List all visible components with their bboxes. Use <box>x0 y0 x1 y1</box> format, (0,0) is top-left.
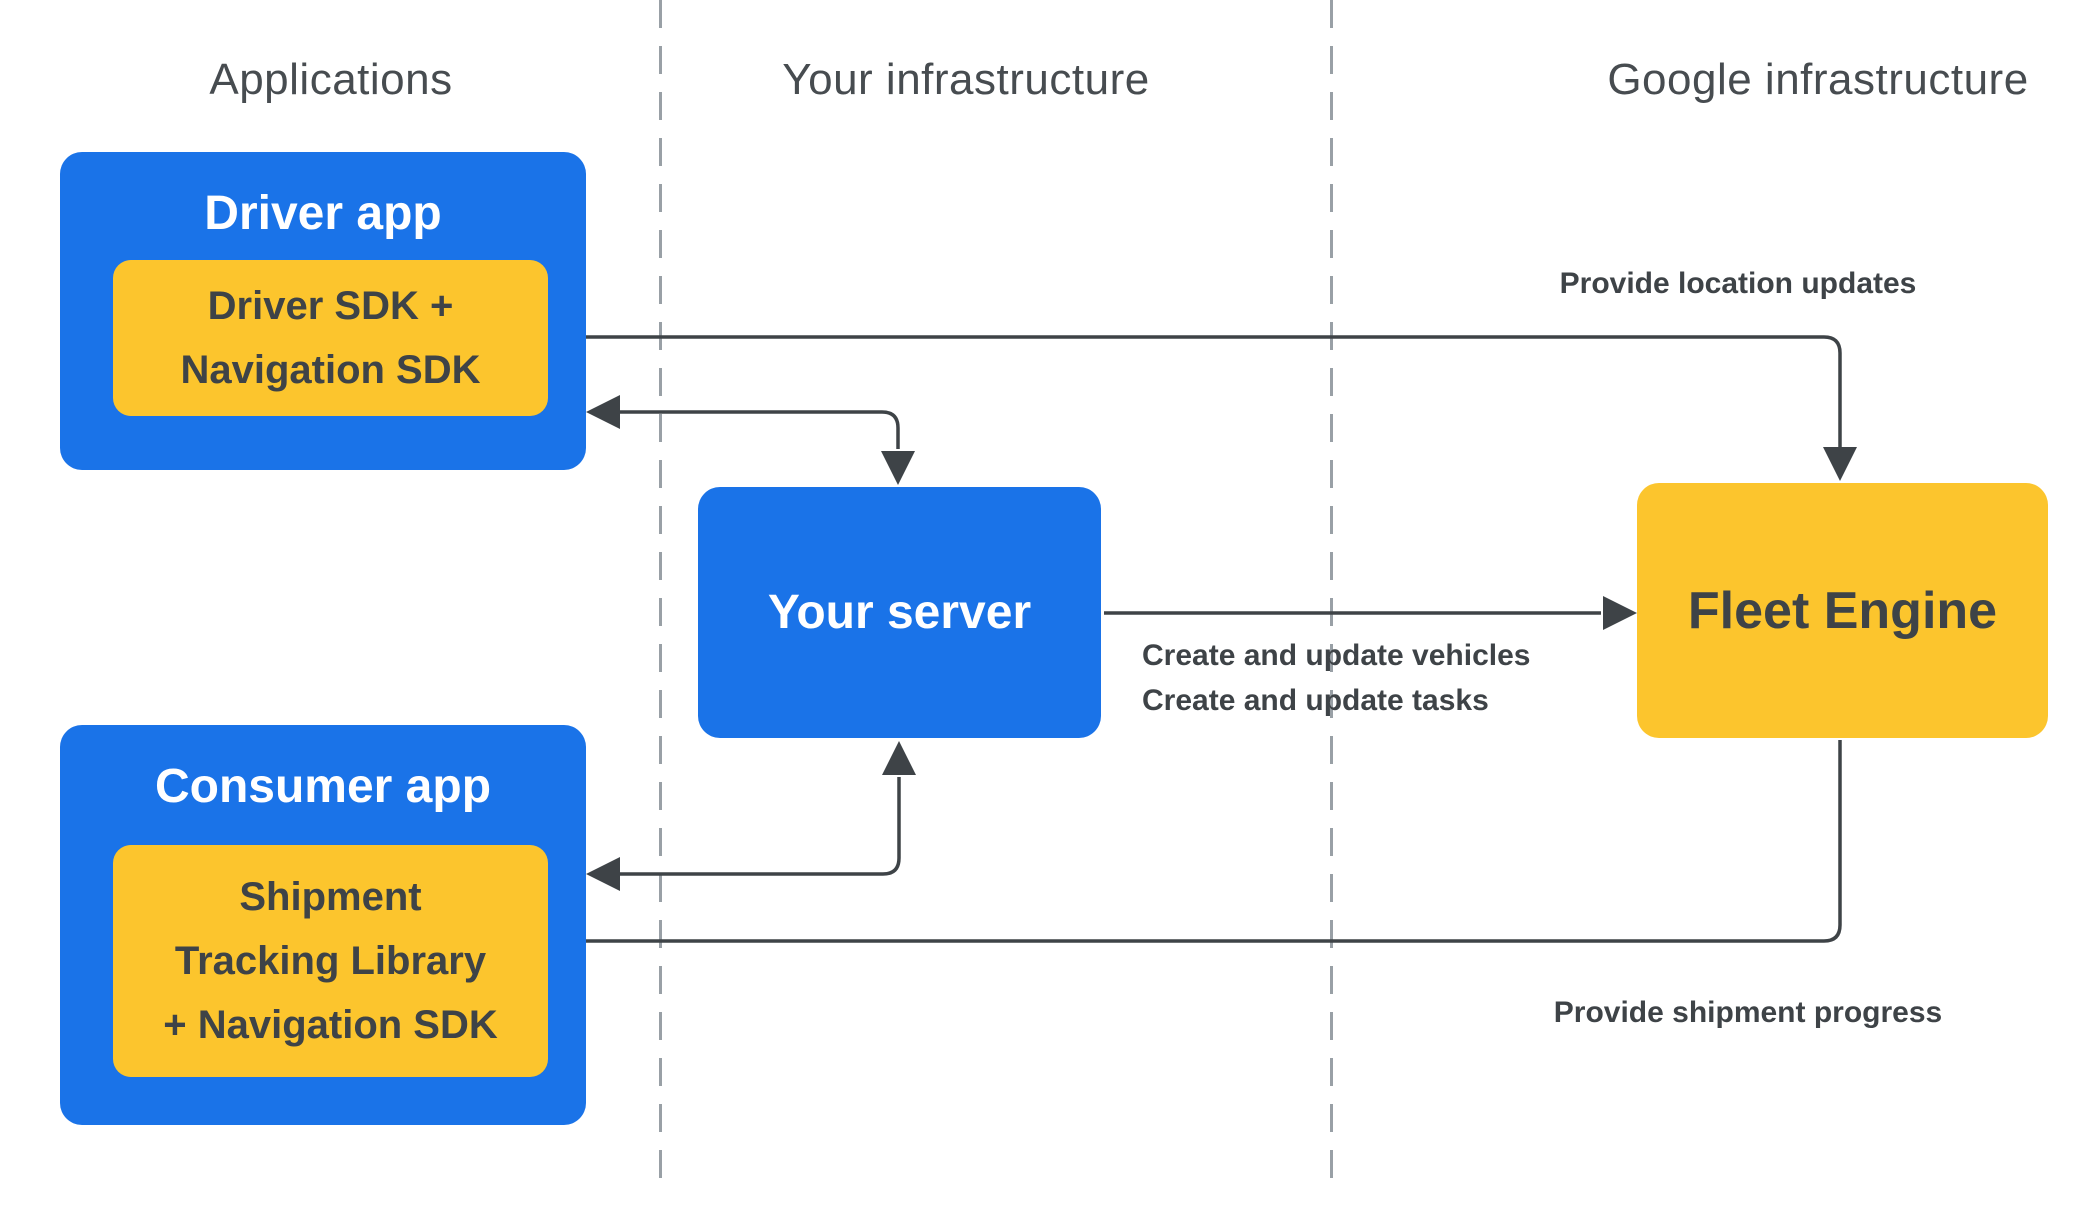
arrowhead-into-driver-app <box>586 395 620 429</box>
your-server-title: Your server <box>767 586 1032 639</box>
node-fleet-engine: Fleet Engine <box>1637 483 2048 738</box>
arrowhead-into-fleet-engine-top <box>1823 447 1857 481</box>
column-header-your-infrastructure: Your infrastructure <box>782 55 1150 104</box>
edge-consumer-app-your-server <box>586 741 916 891</box>
node-your-server: Your server <box>698 487 1101 738</box>
column-header-google-infrastructure: Google infrastructure <box>1607 55 2029 104</box>
column-header-applications: Applications <box>209 55 453 104</box>
arrowhead-into-consumer-app <box>586 857 620 891</box>
shipment-library-label-line3: + Navigation SDK <box>163 1003 498 1047</box>
node-driver-app: Driver app Driver SDK + Navigation SDK <box>60 152 586 470</box>
label-create-and-update-tasks: Create and update tasks <box>1142 684 1489 717</box>
driver-sdk-label-line2: Navigation SDK <box>180 348 481 392</box>
node-driver-sdk: Driver SDK + Navigation SDK <box>113 260 548 416</box>
edge-provide-shipment-progress <box>548 740 1842 958</box>
driver-sdk-label-line1: Driver SDK + <box>207 284 454 328</box>
driver-app-title: Driver app <box>204 187 442 240</box>
fleet-engine-title: Fleet Engine <box>1687 581 1998 640</box>
consumer-app-title: Consumer app <box>154 760 492 813</box>
shipment-library-label-line2: Tracking Library <box>174 939 487 983</box>
label-provide-location-updates: Provide location updates <box>1559 267 1917 300</box>
node-consumer-app: Consumer app Shipment Tracking Library +… <box>60 725 586 1125</box>
edge-driver-app-your-server <box>586 395 915 485</box>
label-create-and-update-vehicles: Create and update vehicles <box>1142 639 1531 672</box>
arrowhead-into-your-server-top <box>881 451 915 485</box>
column-divider-right <box>1330 0 1333 1196</box>
edge-create-and-update <box>1104 596 1637 630</box>
arrowhead-into-your-server-bottom <box>882 741 916 775</box>
label-create-and-update: Create and update vehicles Create and up… <box>1142 633 1530 723</box>
node-shipment-tracking-library: Shipment Tracking Library + Navigation S… <box>113 845 548 1077</box>
arrowhead-into-fleet-engine-left <box>1603 596 1637 630</box>
edge-provide-location-updates <box>548 320 1857 481</box>
label-provide-shipment-progress: Provide shipment progress <box>1553 996 1943 1029</box>
column-divider-left <box>659 0 662 1196</box>
shipment-library-label-line1: Shipment <box>239 875 422 919</box>
